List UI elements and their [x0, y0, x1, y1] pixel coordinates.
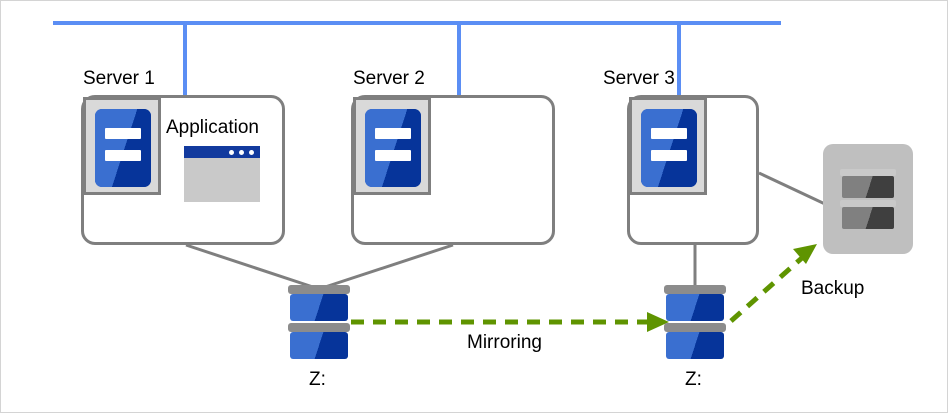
backup-plate-mid: [840, 200, 896, 207]
server-slot-bar-2: [375, 150, 411, 161]
disk-slab-sheen: [666, 332, 724, 359]
disk-stack-icon-mirror[interactable]: [664, 285, 726, 361]
server-icon: [629, 97, 707, 195]
disk-slab-sheen: [290, 294, 348, 321]
disk-slab-upper: [290, 294, 348, 321]
disk-stack-icon-primary[interactable]: [288, 285, 350, 361]
disk-slab-sheen: [290, 332, 348, 359]
backup-slab-lower: [842, 207, 894, 229]
server-2-label: Server 2: [353, 68, 425, 89]
mirroring-label: Mirroring: [467, 332, 542, 353]
wire-server1-to-disk: [185, 243, 320, 291]
server-2-box[interactable]: [351, 95, 555, 245]
server-icon: [353, 97, 431, 195]
network-bus-line: [53, 21, 781, 25]
disk-plate-top: [664, 285, 726, 294]
server-device-glyph: [641, 109, 697, 187]
server-device-sheen: [641, 109, 697, 187]
disk-slab-upper: [666, 294, 724, 321]
application-window-dot-3: [249, 150, 254, 155]
server-3-box[interactable]: [627, 95, 759, 245]
server-slot-bar-2: [105, 150, 141, 161]
wire-server2-to-disk: [318, 243, 454, 291]
server-device-glyph: [365, 109, 421, 187]
backup-arrow-head: [793, 244, 817, 264]
backup-slab-sheen: [842, 176, 894, 198]
backup-label: Backup: [801, 278, 865, 299]
server-device-glyph: [95, 109, 151, 187]
backup-appliance-icon[interactable]: [823, 144, 913, 254]
server-slot-bar-1: [375, 128, 411, 139]
server-device-sheen: [365, 109, 421, 187]
backup-slab-sheen: [842, 207, 894, 229]
backup-plate-top: [840, 169, 896, 176]
disk-plate-mid: [664, 323, 726, 332]
application-label: Application: [166, 117, 259, 138]
server-slot-bar-1: [651, 128, 687, 139]
application-window-titlebar: [184, 146, 260, 158]
application-window-dot-2: [239, 150, 244, 155]
network-drop-server-1: [183, 23, 187, 98]
application-window-dot-1: [229, 150, 234, 155]
disk-plate-top: [288, 285, 350, 294]
server-slot-bar-2: [651, 150, 687, 161]
network-drop-server-2: [457, 23, 461, 98]
network-drop-server-3: [677, 23, 681, 98]
disk-slab-lower: [666, 332, 724, 359]
wire-server3-to-backup: [758, 171, 826, 206]
backup-disk-glyph: [840, 169, 896, 231]
backup-arrow-shaft: [729, 255, 805, 323]
application-window-icon: [184, 146, 260, 202]
server-slot-bar-1: [105, 128, 141, 139]
disk-mirror-label: Z:: [685, 369, 702, 390]
backup-slab-upper: [842, 176, 894, 198]
server-3-label: Server 3: [603, 68, 675, 89]
server-icon: [83, 97, 161, 195]
disk-slab-lower: [290, 332, 348, 359]
server-1-label: Server 1: [83, 68, 155, 89]
disk-slab-sheen: [666, 294, 724, 321]
disk-primary-label: Z:: [309, 369, 326, 390]
server-device-sheen: [95, 109, 151, 187]
server-1-box[interactable]: Application: [81, 95, 285, 245]
disk-plate-mid: [288, 323, 350, 332]
